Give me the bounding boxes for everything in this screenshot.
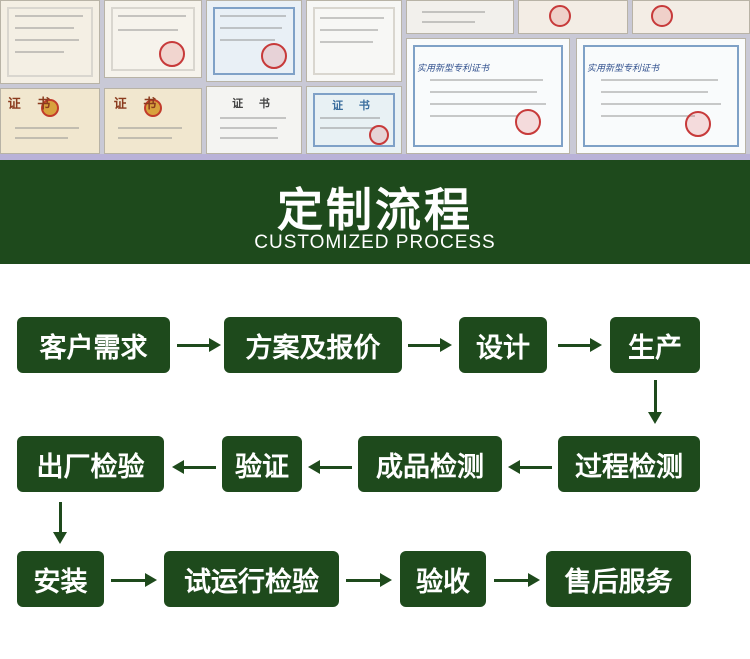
- arrow-right-icon: [408, 338, 452, 352]
- arrow-left-icon: [508, 460, 552, 474]
- arrow-right-icon: [177, 338, 221, 352]
- certificate-title: 证 书: [232, 97, 276, 110]
- certificate-heading: 实用新型专利证书: [587, 64, 660, 74]
- arrow-right-icon: [346, 573, 392, 587]
- arrow-left-icon: [308, 460, 352, 474]
- certificate-image: [0, 0, 100, 84]
- step-production: 生产: [610, 317, 700, 373]
- certificate-title: 证 书: [332, 99, 376, 112]
- step-finished-product-inspection: 成品检测: [358, 436, 502, 492]
- step-verification: 验证: [222, 436, 302, 492]
- process-flow: 客户需求 方案及报价 设计 生产 过程检测 成品检测 验证 出厂检验 安装 试运…: [0, 264, 750, 659]
- certificate-title: 证 书: [7, 97, 57, 112]
- step-proposal-quote: 方案及报价: [224, 317, 402, 373]
- certificate-heading: 实用新型专利证书: [417, 64, 490, 74]
- certificate-image: [306, 0, 402, 82]
- certificate-image: 实用新型专利证书: [406, 38, 570, 154]
- step-acceptance: 验收: [400, 551, 486, 607]
- page-title: 定制流程: [277, 183, 473, 237]
- certificate-image: [206, 0, 302, 82]
- certificate-title: 证 书: [113, 97, 163, 112]
- step-trial-run-inspection: 试运行检验: [164, 551, 339, 607]
- certificate-image: 证 书: [104, 88, 202, 154]
- step-process-inspection: 过程检测: [558, 436, 700, 492]
- arrow-right-icon: [494, 573, 540, 587]
- page-subtitle: CUSTOMIZED PROCESS: [254, 232, 496, 253]
- arrow-right-icon: [111, 573, 157, 587]
- section-header: 定制流程 CUSTOMIZED PROCESS: [0, 160, 750, 264]
- certificate-image: [518, 0, 628, 34]
- certificate-image: 实用新型专利证书: [576, 38, 746, 154]
- arrow-down-icon: [53, 502, 67, 546]
- certificate-image: 证 书: [306, 86, 402, 154]
- certificate-image: [632, 0, 750, 34]
- certificate-image: [104, 0, 202, 78]
- certificate-gallery: 证 书 证 书 证 书 证 书 实用新型专利证书 实用新型专利证书: [0, 0, 750, 160]
- arrow-right-icon: [558, 338, 602, 352]
- certificate-image: [406, 0, 514, 34]
- step-customer-requirements: 客户需求: [17, 317, 170, 373]
- step-factory-inspection: 出厂检验: [17, 436, 164, 492]
- step-installation: 安装: [17, 551, 104, 607]
- step-after-sales-service: 售后服务: [546, 551, 691, 607]
- step-design: 设计: [459, 317, 547, 373]
- arrow-left-icon: [172, 460, 216, 474]
- certificate-image: 证 书: [206, 86, 302, 154]
- certificate-image: 证 书: [0, 88, 100, 154]
- arrow-down-icon: [648, 380, 662, 426]
